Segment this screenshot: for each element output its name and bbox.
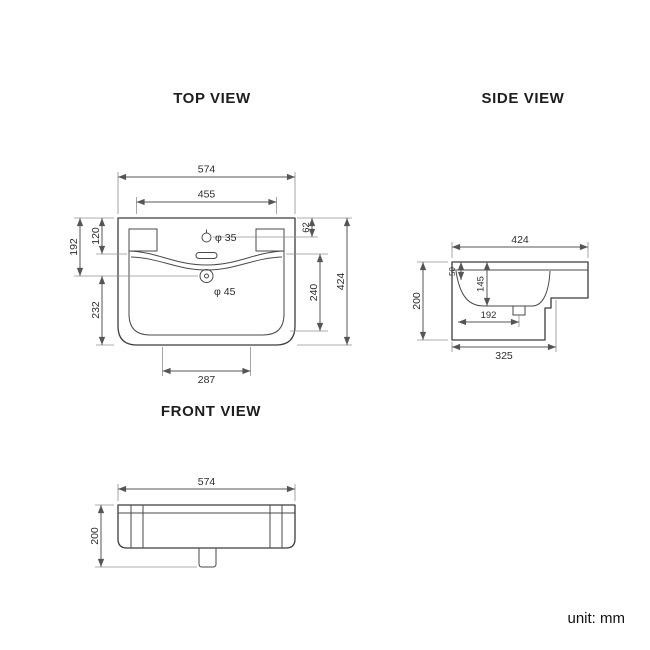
side-dim-drain-offset: 192 bbox=[481, 310, 497, 321]
front-dim-width: 574 bbox=[198, 476, 216, 488]
top-outer-rim bbox=[117, 217, 296, 346]
side-view-dimensions: 424 200 145 50 192 325 bbox=[411, 234, 589, 362]
front-outline bbox=[117, 504, 296, 549]
side-drain-stub bbox=[512, 305, 526, 316]
side-view-object bbox=[451, 261, 589, 341]
drain-hole-label: φ 45 bbox=[214, 286, 236, 298]
front-view-object bbox=[117, 504, 296, 568]
top-dim-inner-width: 455 bbox=[198, 189, 216, 201]
top-dim-left-lower: 232 bbox=[90, 301, 102, 319]
top-view-object bbox=[117, 217, 296, 346]
side-bowl-section bbox=[455, 270, 551, 307]
deck-corner-left bbox=[128, 228, 158, 252]
deck-corner-right bbox=[255, 228, 285, 252]
front-view: 574 200 bbox=[89, 476, 296, 568]
basin-front-edge bbox=[128, 250, 285, 266]
side-view-title: SIDE VIEW bbox=[482, 90, 565, 107]
top-dim-bottom-width: 287 bbox=[198, 374, 216, 386]
side-dim-bowl-depth: 145 bbox=[476, 276, 487, 292]
top-dim-outer-width: 574 bbox=[198, 164, 216, 176]
front-view-title: FRONT VIEW bbox=[161, 403, 261, 420]
faucet-hole-label: φ 35 bbox=[215, 232, 237, 244]
front-drain-stub bbox=[198, 548, 217, 568]
front-dim-height: 200 bbox=[89, 527, 101, 545]
basin-outline bbox=[128, 251, 285, 336]
top-view-dimensions: 574 455 192 120 232 62 bbox=[68, 164, 352, 386]
side-dim-rim-height: 50 bbox=[448, 267, 457, 276]
top-dim-right-top: 62 bbox=[301, 222, 312, 233]
top-dim-left-offset: 192 bbox=[68, 238, 80, 256]
top-view-title: TOP VIEW bbox=[173, 90, 251, 107]
drain-hole-inner bbox=[204, 273, 209, 279]
faucet-hole bbox=[201, 232, 212, 243]
top-view: 574 455 192 120 232 62 bbox=[68, 164, 352, 386]
drain-hole bbox=[199, 269, 214, 283]
overflow-slot bbox=[195, 252, 218, 259]
side-dim-base-depth: 325 bbox=[495, 350, 513, 362]
side-profile-outline bbox=[451, 261, 589, 341]
unit-label: unit: mm bbox=[567, 610, 625, 627]
side-dim-depth: 424 bbox=[511, 234, 529, 246]
front-view-dimensions: 574 200 bbox=[89, 476, 296, 568]
top-dim-right-basin: 240 bbox=[308, 284, 320, 302]
top-dim-outer-depth: 424 bbox=[335, 273, 347, 291]
side-view: 424 200 145 50 192 325 bbox=[411, 234, 589, 362]
top-dim-left-inner: 120 bbox=[90, 227, 102, 245]
side-dim-height: 200 bbox=[411, 292, 423, 310]
